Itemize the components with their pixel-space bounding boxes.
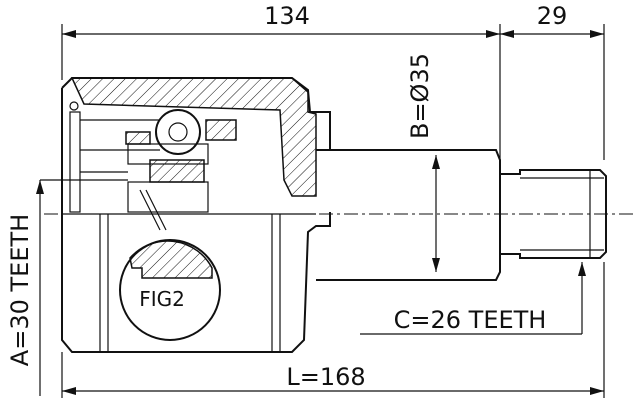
teeth-a-label: A=30 TEETH — [6, 214, 34, 366]
dimension-29: 29 — [537, 2, 568, 30]
inner-tripod — [69, 101, 237, 231]
dimension-length: L=168 — [286, 363, 365, 391]
dimension-134: 134 — [264, 2, 310, 30]
output-shaft — [316, 149, 607, 281]
bore-dimension-line — [432, 155, 440, 272]
bore-label: B=Ø35 — [406, 53, 434, 139]
fig2-callout — [119, 239, 221, 341]
teeth-c-dimension-line — [360, 262, 586, 335]
fig2-label: FIG2 — [139, 287, 185, 311]
top-dimension-lines — [61, 24, 605, 160]
teeth-a-dimension-line — [36, 179, 128, 396]
length-dimension-line — [61, 262, 605, 398]
teeth-c-label: C=26 TEETH — [394, 306, 547, 334]
